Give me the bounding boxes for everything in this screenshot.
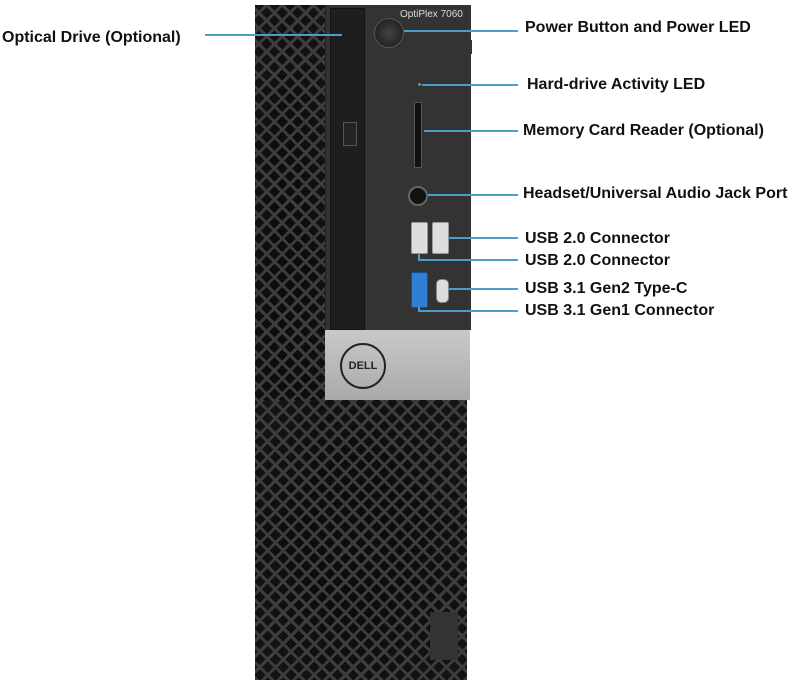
label-hdd-led: Hard-drive Activity LED xyxy=(527,76,706,93)
callout-line-usbc xyxy=(448,288,518,290)
model-name: OptiPlex 7060 xyxy=(400,9,463,20)
callout-line-usb2-b-v xyxy=(418,253,420,261)
bottom-foot xyxy=(430,612,458,660)
label-usbc: USB 3.1 Gen2 Type-C xyxy=(525,280,688,297)
usb2-port-a[interactable] xyxy=(411,222,428,254)
callout-line-hdd xyxy=(422,84,518,86)
usbc-port[interactable] xyxy=(436,279,449,303)
usb2-port-b[interactable] xyxy=(432,222,449,254)
callout-line-usb31-v xyxy=(418,307,420,312)
optical-drive[interactable] xyxy=(330,8,365,330)
card-reader-slot[interactable] xyxy=(414,102,422,168)
label-optical-drive: Optical Drive (Optional) xyxy=(2,29,181,46)
callout-line-usb31 xyxy=(418,310,518,312)
label-usb2-b: USB 2.0 Connector xyxy=(525,252,670,269)
power-button[interactable] xyxy=(374,18,404,48)
label-power: Power Button and Power LED xyxy=(525,19,751,36)
callout-line-audio xyxy=(428,194,518,196)
label-usb31: USB 3.1 Gen1 Connector xyxy=(525,302,715,319)
dell-logo-text: DELL xyxy=(348,360,378,372)
callout-line-usb2-b xyxy=(418,259,518,261)
label-usb2-a: USB 2.0 Connector xyxy=(525,230,670,247)
label-audio: Headset/Universal Audio Jack Port xyxy=(523,185,788,202)
usb31-port[interactable] xyxy=(411,272,428,308)
callout-line-usb2-a xyxy=(448,237,518,239)
eject-button[interactable] xyxy=(343,122,357,146)
callout-line-power xyxy=(404,30,518,32)
callout-line-card xyxy=(424,130,518,132)
hdd-led xyxy=(418,83,421,86)
audio-jack[interactable] xyxy=(408,186,428,206)
side-latch xyxy=(466,40,472,54)
label-card-reader: Memory Card Reader (Optional) xyxy=(523,122,764,139)
callout-line-optical xyxy=(205,34,342,36)
dell-logo: DELL xyxy=(340,343,386,389)
